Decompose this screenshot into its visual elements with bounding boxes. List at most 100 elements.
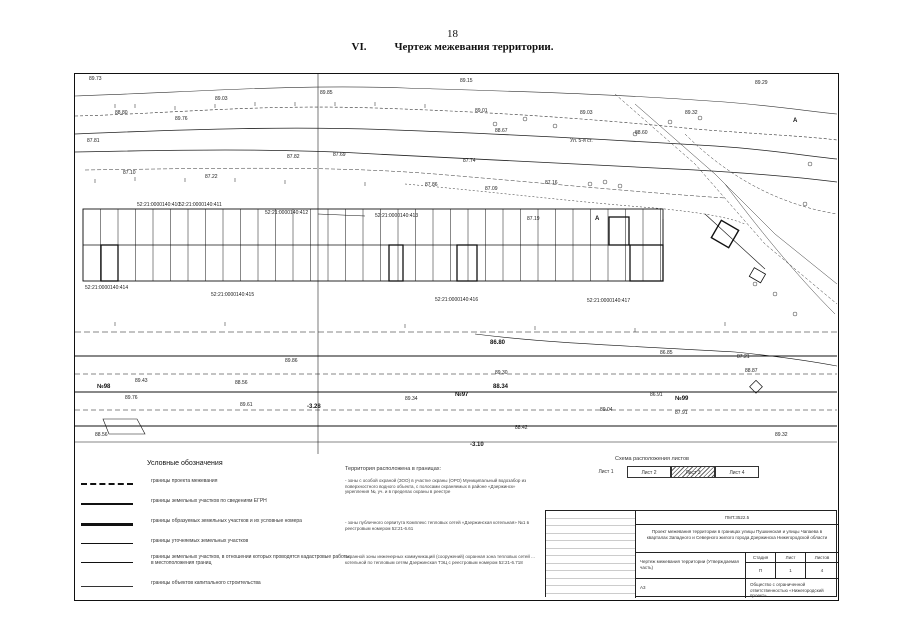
cadastral-map: 52:21:0000140:410 52:21:0000140:411 52:2… — [75, 74, 837, 454]
parcel-label: 52:21:0000140:414 — [85, 285, 128, 291]
title-block-signatures — [546, 511, 636, 598]
svg-text:89.15: 89.15 — [460, 78, 473, 84]
sheet-2: Лист 2 — [627, 466, 671, 478]
contour-line — [84, 167, 726, 199]
svg-text:88.60: 88.60 — [635, 130, 648, 136]
section-title: Чертеж межевания территории. — [394, 41, 554, 53]
map-svg: 52:21:0000140:410 52:21:0000140:411 52:2… — [75, 74, 837, 454]
legend-item: границы проекта межевания — [81, 478, 351, 490]
formed-parcels — [100, 216, 664, 282]
grass-symbols — [94, 102, 726, 332]
legend-item: границы объектов капитального строительс… — [81, 580, 351, 592]
svg-text:87.74: 87.74 — [463, 158, 476, 164]
tree-symbols — [492, 115, 813, 317]
svg-text:87.21: 87.21 — [737, 354, 750, 360]
territory-text: охранной зоны инженерных коммуникаций (с… — [345, 554, 535, 565]
svg-text:87.10: 87.10 — [123, 170, 136, 176]
street-label: Ул. 5-я ст. — [570, 138, 593, 144]
legend-item: границы земельных участков по сведениям … — [81, 498, 351, 510]
sheets-value: 4 — [806, 563, 838, 579]
svg-text:87.16: 87.16 — [545, 180, 558, 186]
parcel-label: 52:21:0000140:416 — [435, 297, 478, 303]
svg-text:88.34: 88.34 — [493, 384, 509, 390]
svg-text:-3.28: -3.28 — [307, 404, 321, 410]
svg-text:88.67: 88.67 — [495, 128, 508, 134]
svg-text:89.03: 89.03 — [580, 110, 593, 116]
contour-line — [75, 106, 837, 141]
svg-text:-3.10: -3.10 — [470, 442, 484, 448]
svg-text:89.34: 89.34 — [405, 396, 418, 402]
map-marks: №97 №99 №98 А А -3.10 -3.28 — [97, 118, 798, 448]
title-block-drawing: Чертеж межевания территории (Утверждаема… — [636, 553, 746, 579]
street-edge-line — [75, 149, 837, 183]
title-block: ПМТ.3522.5 Проект межевания территории в… — [545, 510, 838, 598]
svg-text:87.09: 87.09 — [485, 186, 498, 192]
svg-text:№97: №97 — [455, 391, 469, 398]
svg-text:88.87: 88.87 — [745, 368, 758, 374]
svg-text:88.42: 88.42 — [515, 425, 528, 431]
svg-text:86.85: 86.85 — [660, 350, 673, 356]
svg-text:89.85: 89.85 — [320, 90, 333, 96]
svg-text:88.56: 88.56 — [95, 432, 108, 438]
stage-label: Стадия — [746, 553, 776, 563]
svg-text:89.86: 89.86 — [285, 358, 298, 364]
svg-text:89.43: 89.43 — [135, 378, 148, 384]
legend-title: Условные обозначения — [147, 460, 223, 467]
svg-text:86.91: 86.91 — [650, 392, 663, 398]
legend-item: границы земельных участков, в отношении … — [81, 554, 351, 566]
territory-title: Территория расположена в границах: — [345, 466, 442, 472]
svg-text:87.81: 87.81 — [87, 138, 100, 144]
road-line — [634, 103, 837, 285]
title-block-org: Общество с ограниченной ответственностью… — [750, 582, 824, 598]
svg-text:86.80: 86.80 — [490, 340, 506, 346]
sheet-value: 1 — [776, 563, 806, 579]
parcel-label: 52:21:0000140:415 — [211, 292, 254, 298]
elevation-labels: 89.73 89.15 89.29 89.85 89.03 89.01 89.0… — [87, 76, 788, 438]
road-line — [724, 183, 836, 315]
sheet-3: Лист 3 — [671, 466, 715, 478]
title-block-code: ПМТ.3522.5 — [636, 511, 838, 525]
page-number: 18 — [447, 28, 458, 40]
page-title: VI. Чертеж межевания территории. — [0, 41, 905, 53]
lower-road — [75, 331, 837, 443]
section-number: VI. — [351, 41, 367, 53]
parcel-grid — [82, 208, 664, 282]
stage-value: П — [746, 563, 776, 579]
svg-text:87.82: 87.82 — [287, 154, 300, 160]
sheet-4: Лист 4 — [715, 466, 759, 478]
svg-text:87.19: 87.19 — [527, 216, 540, 222]
svg-text:87.69: 87.69 — [333, 152, 346, 158]
svg-text:89.73: 89.73 — [89, 76, 102, 82]
territory-text: - зоны публичного сервитута Комплекс теп… — [345, 520, 529, 531]
title-block-format: А3 — [636, 579, 746, 598]
street-edge-line — [75, 127, 837, 160]
parcel-label: 52:21:0000140:413 — [375, 213, 418, 219]
sheets-label: Листов — [806, 553, 838, 563]
drawing-frame: 52:21:0000140:410 52:21:0000140:411 52:2… — [74, 73, 839, 601]
svg-text:89.32: 89.32 — [685, 110, 698, 116]
legend-item: границы образуемых земельных участков и … — [81, 518, 351, 530]
territory-text: - зоны с особой охраной (ЗОО) в участке … — [345, 478, 527, 494]
parcel-label: 52:21:0000140:411 — [179, 202, 222, 208]
legend-item: границы уточняемых земельных участков — [81, 538, 351, 550]
contour-line — [75, 86, 837, 115]
svg-text:89.76: 89.76 — [125, 395, 138, 401]
svg-text:А: А — [793, 118, 798, 124]
road-line — [614, 93, 837, 305]
svg-text:89.29: 89.29 — [755, 80, 768, 86]
scheme-title: Схема расположения листов — [615, 456, 689, 462]
legend-area: Условные обозначения границы проекта меж… — [75, 454, 838, 599]
svg-text:89.03: 89.03 — [215, 96, 228, 102]
sheet-1: Лист 1 — [598, 469, 614, 475]
svg-text:89.01: 89.01 — [475, 108, 488, 114]
sheet-label: Лист — [776, 553, 806, 563]
svg-text:89.30: 89.30 — [495, 370, 508, 376]
parcel-label: 52:21:0000140:417 — [587, 298, 630, 304]
svg-text:89.76: 89.76 — [175, 116, 188, 122]
title-block-project: Проект межевания территории в границах у… — [636, 525, 838, 553]
contour-line — [684, 133, 837, 215]
parcel-label: 52:21:0000140:412 — [265, 210, 308, 216]
svg-text:89.32: 89.32 — [775, 432, 788, 438]
svg-text:89.04: 89.04 — [600, 407, 613, 413]
building-right — [704, 213, 767, 284]
